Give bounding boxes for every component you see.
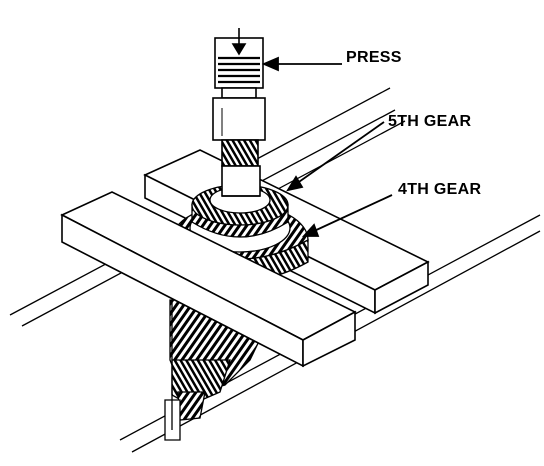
press-label: PRESS — [346, 49, 402, 66]
fourth-gear-label: 4TH GEAR — [398, 181, 482, 198]
press-ram-icon — [212, 28, 266, 197]
fifth-gear-label: 5TH GEAR — [388, 113, 472, 130]
support-bar-icon — [60, 191, 357, 368]
leader-arrows — [261, 56, 393, 237]
